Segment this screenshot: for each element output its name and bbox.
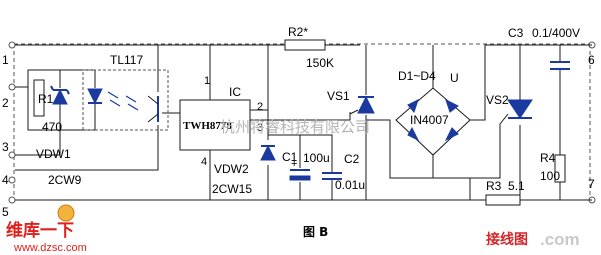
zener-vdw1: VDW1 2CW9 — [36, 85, 82, 187]
ic-part-label: TWH8778 — [183, 120, 232, 132]
u-label: U — [450, 71, 459, 85]
terminal-1-label: 1 — [2, 53, 9, 67]
r1-value: 470 — [42, 120, 62, 134]
c1-value: 100u — [303, 151, 330, 165]
bridge-label: D1~D4 — [398, 69, 436, 83]
terminal-2-label: 2 — [2, 96, 9, 110]
c3-label: C3 — [508, 26, 524, 40]
wiring — [15, 44, 592, 201]
left-logo-url: www.dzsc.com — [13, 242, 87, 254]
terminal-4-label: 4 — [2, 173, 9, 187]
bridge-part: IN4007 — [410, 113, 449, 127]
c3-value: 0.1/400V — [532, 26, 580, 40]
r4-label: R4 — [540, 151, 556, 165]
ic-pin4: 4 — [201, 156, 207, 168]
resistor-r2: R2* 150K — [284, 25, 334, 70]
c1-label: C1 — [282, 150, 298, 164]
terminal-3 — [8, 151, 16, 159]
mascot-icon — [57, 204, 75, 222]
vdw1-label: VDW1 — [36, 147, 71, 161]
terminal-3-label: 3 — [2, 140, 9, 154]
figure-caption: 图 B — [303, 225, 328, 239]
company-watermark: 杭州将睿科技有限公司 — [220, 118, 370, 136]
r3-label: R3 — [486, 179, 502, 193]
terminal-2 — [8, 83, 16, 91]
r4-value: 100 — [540, 169, 560, 183]
vs2-label: VS2 — [486, 93, 509, 107]
terminal-5-label: 5 — [2, 205, 9, 219]
c2-label: C2 — [344, 152, 360, 166]
capacitor-c3: C3 0.1/400V — [508, 26, 580, 70]
terminal-7-label: 7 — [588, 177, 595, 191]
terminal-5 — [8, 196, 16, 204]
bridge-rectifier: D1~D4 IN4007 U — [395, 69, 471, 156]
r2-value: 150K — [306, 56, 334, 70]
thyristor-vs2: VS2 — [470, 93, 533, 179]
ic-pin1: 1 — [204, 75, 210, 87]
tl117-label: TL117 — [110, 53, 143, 67]
resistor-r4: R4 100 — [540, 151, 566, 183]
vdw1-type: 2CW9 — [48, 173, 82, 187]
right-logo-com: .com — [540, 230, 580, 249]
jiexiantu-logo: 接线图 .com — [486, 230, 580, 249]
r3-value: 5.1 — [508, 179, 525, 193]
terminal-group-left: 1 2 3 4 5 — [2, 41, 16, 219]
zener-vdw2: VDW2 2CW15 — [212, 144, 276, 196]
left-logo-title: 维库一下 — [6, 220, 74, 241]
right-logo-title: 接线图 — [486, 231, 528, 248]
terminal-group-right: 6 7 — [588, 41, 596, 204]
terminal-1 — [8, 41, 16, 49]
thyristor-vs1: VS1 — [327, 89, 375, 115]
vdw2-label: VDW2 — [214, 162, 249, 176]
capacitor-c1: + C1 100u — [282, 150, 330, 181]
terminal-6-label: 6 — [588, 53, 595, 67]
ic-label: IC — [229, 85, 241, 99]
c1-plus: + — [291, 158, 297, 170]
vs1-label: VS1 — [327, 89, 350, 103]
optocoupler-tl117: TL117 — [82, 53, 169, 131]
r1-label: R1 — [38, 92, 54, 106]
terminal-4 — [8, 176, 16, 184]
capacitor-c2: C2 0.01u — [322, 152, 365, 192]
r2-label: R2* — [288, 25, 308, 39]
ic-pin3: 3 — [257, 122, 263, 134]
resistor-r1: R1 470 — [33, 79, 62, 134]
c2-value: 0.01u — [335, 178, 365, 192]
dzsc-logo: 维库一下 www.dzsc.com — [6, 204, 87, 254]
resistor-r3: R3 5.1 — [485, 179, 525, 206]
ic-pin2: 2 — [257, 101, 263, 113]
ic-twh8778: IC TWH8778 1 2 3 4 — [179, 75, 263, 168]
vdw2-type: 2CW15 — [212, 182, 252, 196]
